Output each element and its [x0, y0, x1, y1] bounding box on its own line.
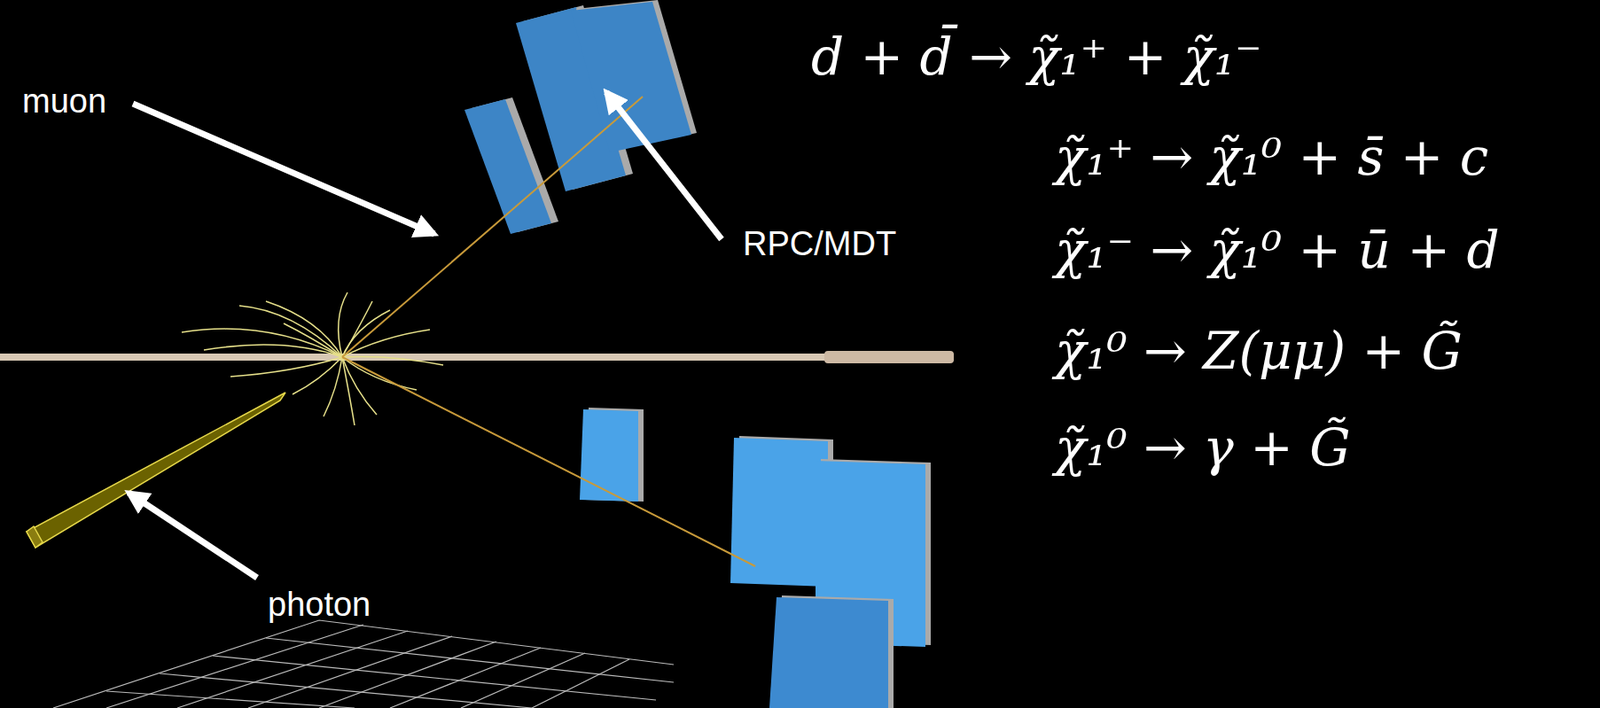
callout-label: muon — [22, 83, 107, 121]
callout-label: photon — [267, 586, 371, 625]
equation: χ̃₁⁰ → γ + G̃ — [1054, 420, 1351, 477]
equation: χ̃₁⁰ → Z(μμ) + G̃ — [1054, 323, 1463, 381]
callout-label: RPC/MDT — [742, 226, 897, 264]
tracks — [181, 292, 444, 426]
muon-chamber — [464, 0, 697, 235]
leader-arrow — [128, 92, 722, 578]
beam-pipe — [0, 353, 954, 361]
equation: d + d̄ → χ̃₁⁺ + χ̃₁⁻ — [811, 29, 1263, 86]
equation: χ̃₁⁺ → χ̃₁⁰ + s̄ + c — [1054, 129, 1489, 187]
floor-grid — [53, 620, 674, 708]
photon-cluster — [26, 392, 286, 548]
muon-chamber — [579, 407, 931, 708]
muon-track — [342, 357, 756, 567]
beam-pipe — [824, 351, 954, 364]
muon-track — [342, 96, 643, 358]
equation: χ̃₁⁻ → χ̃₁⁰ + ū + d — [1054, 222, 1500, 280]
